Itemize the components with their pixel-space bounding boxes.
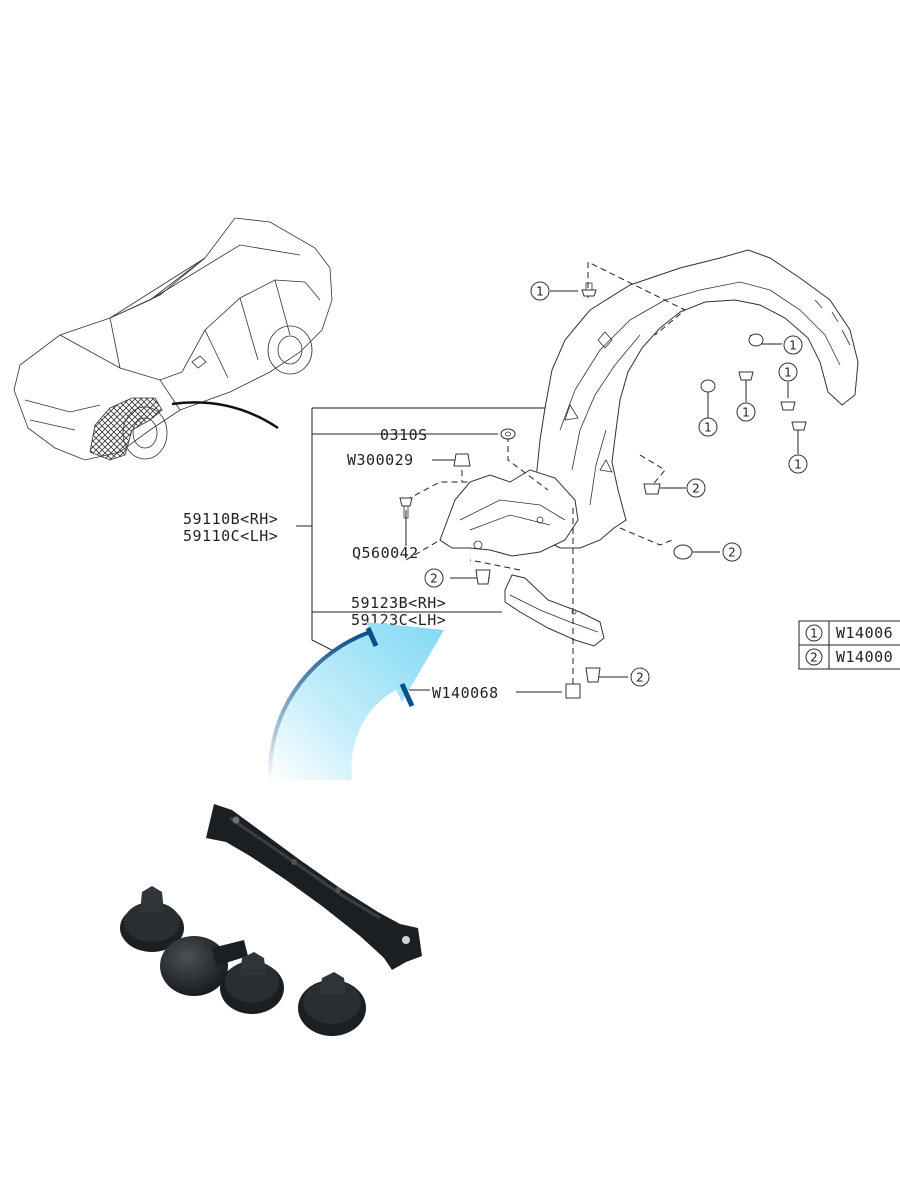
clip-fastener [585,667,601,683]
legend-part-number: W14006 [836,624,893,642]
svg-text:2: 2 [636,671,644,685]
svg-text:1: 1 [794,458,802,472]
clip-fastener [673,544,693,560]
svg-text:1: 1 [810,627,818,641]
washer-drawing [500,428,516,440]
assembly-lines [405,261,761,690]
svg-text:1: 1 [704,421,712,435]
part-label-nut: W300029 [347,451,414,469]
screw-drawing [399,497,413,519]
nut-drawing [453,453,471,467]
callout-marker-1: 1 [698,417,718,437]
legend-row: 1 W14006 [805,624,893,642]
part-label-clip: W140068 [432,684,499,702]
fender-liner [535,249,859,549]
svg-text:1: 1 [789,339,797,353]
bracket-drawing [504,574,605,647]
legend-table: 1 W14006 2 W14000 [798,620,900,670]
callout-marker-2: 2 [424,568,444,588]
clip-fastener [581,282,597,297]
callout-marker-2: 2 [686,478,706,498]
fasteners [399,282,807,699]
callout-marker-1: 1 [788,454,808,474]
svg-text:2: 2 [430,572,438,586]
svg-text:1: 1 [536,285,544,299]
svg-text:1: 1 [742,406,750,420]
callout-markers: 1 1 1 1 1 1 2 2 2 2 [424,281,808,687]
clip-fastener [738,371,754,381]
push-clip-photo [160,936,248,996]
clip-fastener [643,483,661,495]
callout-marker-1: 1 [736,402,756,422]
svg-text:2: 2 [728,546,736,560]
push-clip-photo [120,886,184,952]
callout-marker-2: 2 [722,542,742,562]
callout-marker-1: 1 [778,362,798,382]
clip-fastener [780,401,796,411]
part-label-bracket-rh: 59123B<RH> [351,594,446,612]
clip-fastener [791,421,807,431]
svg-text:1: 1 [784,366,792,380]
part-label-fender-liner-lh: 59110C<LH> [183,527,278,545]
svg-text:2: 2 [810,651,818,665]
car-illustration [13,217,333,461]
callout-marker-1: 1 [783,335,803,355]
callout-marker-1: 1 [530,281,550,301]
clip-fastener [748,333,764,347]
part-label-fender-liner-rh: 59110B<RH> [183,510,278,528]
curved-arrow [267,622,444,781]
clip-fastener [700,379,716,393]
part-label-washer: 0310S [380,426,428,444]
leader-lines [296,290,799,693]
svg-text:2: 2 [692,482,700,496]
clip-fastener [475,569,491,585]
push-clip-photo [220,952,284,1014]
callout-marker-2: 2 [630,667,650,687]
legend-row: 2 W14000 [805,648,893,666]
product-photo [120,804,422,1036]
push-clip-photo [298,972,366,1036]
part-label-screw: Q560042 [352,544,419,562]
splash-shield [439,469,579,557]
clip-fastener [565,683,581,699]
bracket-photo [206,804,422,970]
legend-part-number: W14000 [836,648,893,666]
